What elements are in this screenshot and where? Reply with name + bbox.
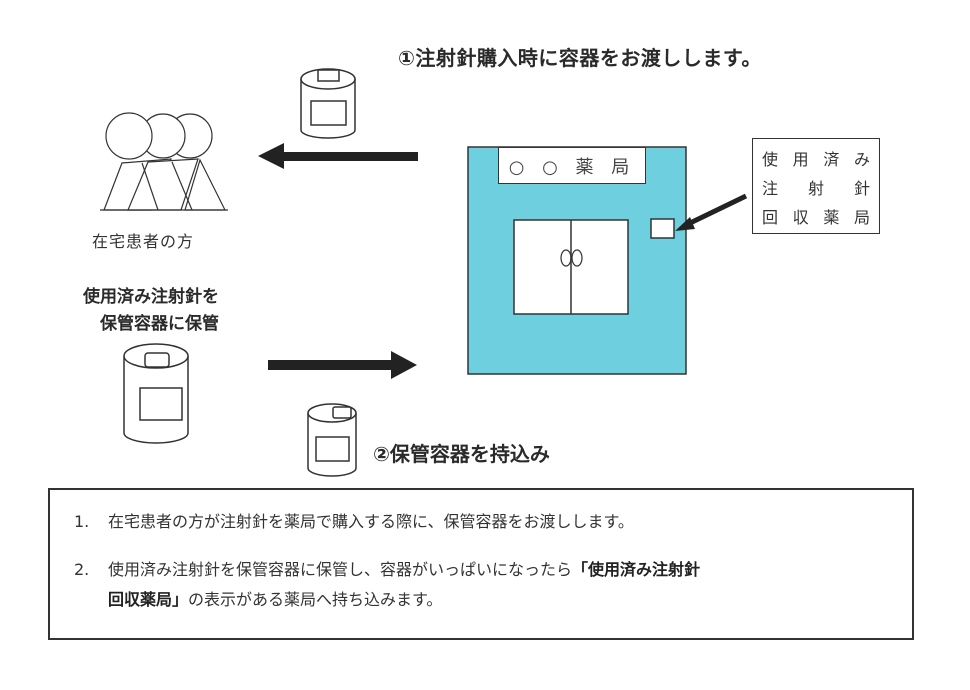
- arrow-right-icon: [268, 351, 417, 379]
- pharmacy-sign: ○ ○ 薬 局: [498, 147, 646, 184]
- container-icon-large: [123, 343, 189, 444]
- patients-label: 在宅患者の方: [92, 232, 195, 251]
- arrow-left-icon: [258, 143, 418, 169]
- explanation-item-2: 2. 使用済み注射針を保管容器に保管し、容器がいっぱいになったら「使用済み注射針: [74, 556, 700, 580]
- notice-char: 回: [762, 207, 779, 227]
- notice-row-1: 使 用 済 み: [753, 143, 879, 172]
- item-emphasis: 「使用済み注射針: [572, 560, 701, 579]
- door-knob-right-icon: [571, 249, 583, 267]
- container-icon-small: [307, 403, 357, 477]
- item-emphasis: 回収薬局」: [108, 590, 189, 609]
- explanation-item-2-cont: 回収薬局」の表示がある薬局へ持ち込みます。: [108, 586, 442, 610]
- pharmacy-building: [467, 146, 687, 375]
- notice-char: 薬: [823, 207, 840, 227]
- notice-char: 収: [792, 207, 809, 227]
- item-number: 1.: [74, 512, 90, 531]
- notice-placard: [650, 218, 675, 239]
- notice-char: 済: [823, 149, 840, 169]
- collection-pharmacy-notice: 使 用 済 み 注 射 針 回 収 薬 局: [752, 138, 880, 234]
- step2-heading: ②保管容器を持込み: [373, 442, 550, 466]
- item-number: 2.: [74, 560, 90, 579]
- pointer-arrow-icon: [675, 193, 748, 231]
- item-text: 使用済み注射針を保管容器に保管し、容器がいっぱいになったら: [108, 560, 573, 579]
- notice-char: 注: [762, 178, 779, 198]
- notice-char: 用: [792, 149, 809, 169]
- notice-row-3: 回 収 薬 局: [753, 201, 879, 230]
- notice-char: 射: [807, 178, 824, 198]
- notice-char: み: [853, 149, 870, 169]
- explanation-box: 1. 在宅患者の方が注射針を薬局で購入する際に、保管容器をお渡しします。 2. 使用…: [48, 488, 914, 640]
- notice-char: 針: [853, 178, 870, 198]
- storage-line-2: 保管容器に保管: [100, 314, 219, 334]
- storage-line-1: 使用済み注射針を: [83, 287, 219, 307]
- container-icon-top: [300, 68, 356, 139]
- explanation-item-1: 1. 在宅患者の方が注射針を薬局で購入する際に、保管容器をお渡しします。: [74, 508, 634, 532]
- step1-heading: ①注射針購入時に容器をお渡しします。: [398, 46, 762, 70]
- storage-instruction: 使用済み注射針を 保管容器に保管: [44, 284, 219, 338]
- notice-char: 局: [853, 207, 870, 227]
- patients-icon: [100, 112, 228, 211]
- item-text: の表示がある薬局へ持ち込みます。: [188, 590, 443, 609]
- item-text: 在宅患者の方が注射針を薬局で購入する際に、保管容器をお渡しします。: [108, 512, 634, 531]
- door-knob-left-icon: [560, 249, 572, 267]
- notice-row-2: 注 射 針: [753, 172, 879, 201]
- notice-char: 使: [762, 149, 779, 169]
